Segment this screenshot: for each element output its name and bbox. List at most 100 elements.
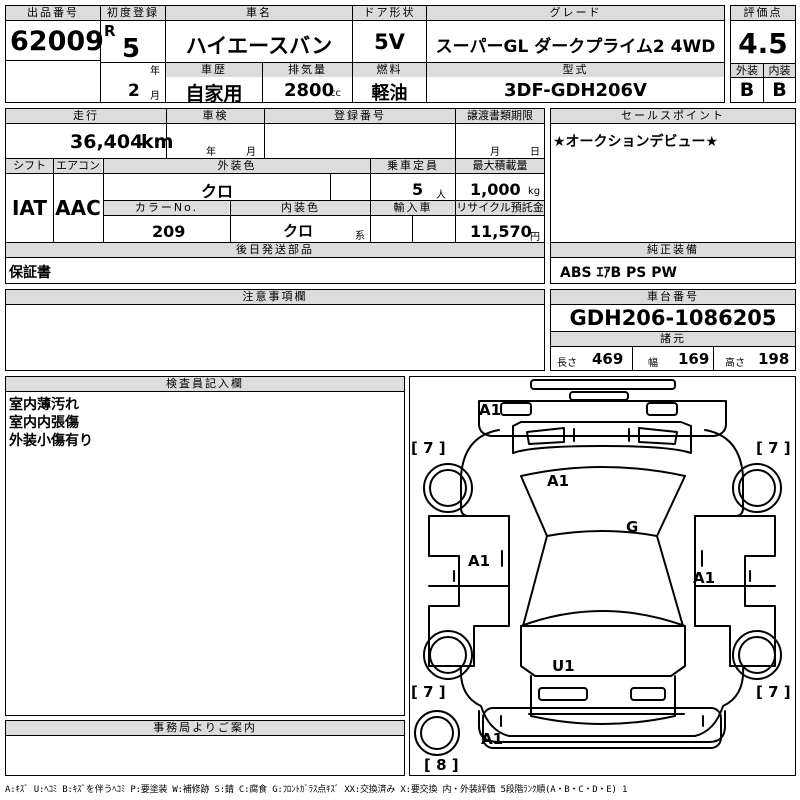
inspector-line: 外装小傷有り xyxy=(9,433,93,449)
divider xyxy=(426,5,427,103)
divider xyxy=(550,257,796,258)
divider xyxy=(5,735,405,736)
legend: A:ｷｽﾞ U:ﾍｺﾐ B:ｷｽﾞを伴うﾍｺﾐ P:要塗装 W:補修跡 S:錆 … xyxy=(5,785,628,795)
year-value: 5 xyxy=(122,34,141,64)
divider xyxy=(550,242,796,243)
divider xyxy=(763,63,764,103)
car-name-label: 車名 xyxy=(166,6,352,20)
inspector-label: 検査員記入欄 xyxy=(6,377,404,391)
fuel: 軽油 xyxy=(371,83,408,104)
shift: IAT xyxy=(11,196,47,220)
interior-grade-label: 内装 xyxy=(764,64,795,78)
fuel-label: 燃料 xyxy=(353,63,426,77)
first-reg-label: 初度登録 xyxy=(101,6,165,20)
divider xyxy=(165,5,166,103)
divider xyxy=(53,158,54,242)
tire-front-left: [ 7 ] xyxy=(411,439,446,457)
capacity: 5 xyxy=(412,180,424,199)
divider xyxy=(730,77,796,78)
int-color: クロ xyxy=(283,222,314,240)
equipment: ABS ｴｱB PS PW xyxy=(560,265,677,281)
import-label: 輸入車 xyxy=(371,201,455,215)
divider xyxy=(550,331,796,332)
front-bumper-mark: A1 xyxy=(479,401,502,419)
rear-bumper-mark: A1 xyxy=(481,730,504,748)
chassis: GDH206-1086205 xyxy=(569,306,777,330)
door-label: ドア形状 xyxy=(353,6,426,20)
displacement-label: 排気量 xyxy=(263,63,352,77)
score: 4.5 xyxy=(738,27,788,60)
color-no: 209 xyxy=(152,222,186,241)
lot-number: 62009 xyxy=(10,26,104,57)
capacity-unit: 人 xyxy=(436,190,446,201)
shift-label: シフト xyxy=(6,159,53,173)
month-value: 2 xyxy=(128,81,140,101)
hood-mark: A1 xyxy=(547,472,570,490)
history: 自家用 xyxy=(185,83,243,105)
model-label: 型式 xyxy=(427,63,724,77)
int-color-label: 内装色 xyxy=(231,201,370,215)
load: 1,000 xyxy=(470,180,521,199)
roof-mark: U1 xyxy=(552,657,575,675)
divider xyxy=(5,173,545,174)
divider xyxy=(713,346,714,371)
divider xyxy=(5,158,545,159)
score-label: 評価点 xyxy=(731,6,795,20)
reg-number-label: 登録番号 xyxy=(265,109,455,123)
ext-color-label: 外装色 xyxy=(104,159,370,173)
divider xyxy=(5,391,405,392)
lot-label: 出品番号 xyxy=(6,6,100,20)
divider xyxy=(550,304,796,305)
divider xyxy=(352,5,353,103)
transfer-day-unit: 日 xyxy=(530,147,540,158)
displacement: 2800 xyxy=(284,80,335,101)
recycle: 11,570 xyxy=(470,222,532,241)
parts-label: 後日発送部品 xyxy=(6,243,544,257)
inspection-label: 車検 xyxy=(167,109,264,123)
divider xyxy=(5,304,545,305)
length: 469 xyxy=(592,350,624,368)
interior-grade: B xyxy=(772,79,787,101)
divider xyxy=(264,108,265,158)
sales-point-label: セールスポイント xyxy=(551,109,795,123)
divider xyxy=(632,346,633,371)
office-label: 事務局よりご案内 xyxy=(6,721,404,735)
displacement-unit: cc xyxy=(330,88,341,99)
color-no-label: カラーNo. xyxy=(104,201,229,215)
parts: 保証書 xyxy=(9,265,51,281)
ac-label: エアコン xyxy=(54,159,102,173)
capacity-label: 乗車定員 xyxy=(371,159,455,173)
mileage-label: 走行 xyxy=(6,109,166,123)
ac: AAC xyxy=(55,196,101,220)
divider xyxy=(103,200,545,201)
specs-label: 諸元 xyxy=(551,332,795,346)
divider xyxy=(330,173,331,200)
door: 5V xyxy=(374,30,405,54)
mileage: 36,404 xyxy=(70,131,144,153)
divider xyxy=(100,62,725,63)
left-side-mark: A1 xyxy=(468,552,491,570)
ext-color: クロ xyxy=(200,182,233,201)
exterior-grade-label: 外装 xyxy=(731,64,763,78)
divider xyxy=(412,215,413,242)
divider xyxy=(5,242,545,243)
mileage-unit: km xyxy=(141,131,174,153)
inspector-line: 室内内張傷 xyxy=(9,415,79,431)
recycle-unit: 円 xyxy=(530,232,540,243)
divider xyxy=(5,123,545,124)
equipment-label: 純正装備 xyxy=(551,243,795,257)
recycle-label: リサイクル預託金 xyxy=(456,201,544,215)
divider xyxy=(550,346,796,347)
car-name: ハイエースバン xyxy=(185,34,333,58)
transfer-month-unit: 月 xyxy=(490,147,500,158)
inspection-year-unit: 年 xyxy=(206,147,216,158)
exterior-grade: B xyxy=(739,79,755,101)
divider xyxy=(103,215,545,216)
inspector-block xyxy=(5,376,405,716)
divider xyxy=(262,62,263,103)
divider xyxy=(550,123,796,124)
height: 198 xyxy=(758,350,790,368)
divider xyxy=(5,257,545,258)
grade: スーパーGL ダークプライム2 4WD xyxy=(435,37,716,57)
divider xyxy=(5,60,101,61)
